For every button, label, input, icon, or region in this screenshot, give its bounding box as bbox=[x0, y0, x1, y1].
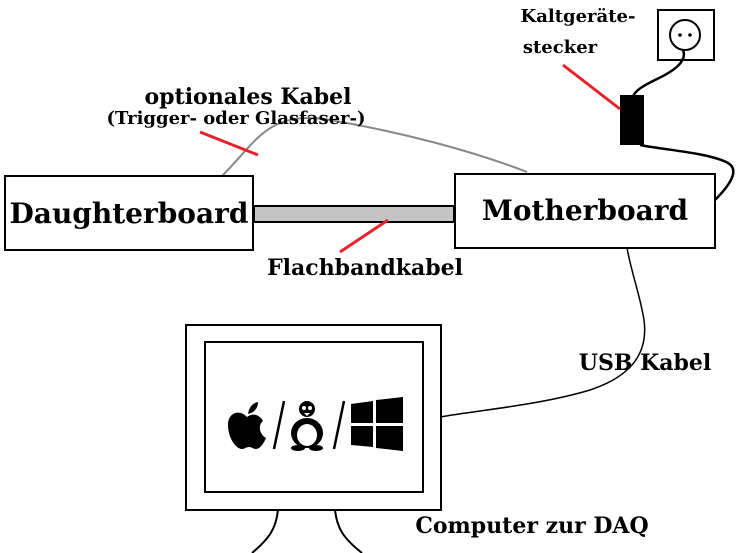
daughterboard-box: Daughterboard bbox=[4, 175, 254, 251]
power-plug-label-line1: Kaltgeräte- bbox=[521, 6, 636, 27]
separator-slash-1 bbox=[272, 400, 286, 450]
linux-tux-icon bbox=[291, 401, 323, 451]
monitor-stand bbox=[251, 509, 363, 553]
power-cable-upper bbox=[631, 49, 686, 98]
ribbon-cable bbox=[253, 205, 455, 223]
daughterboard-label: Daughterboard bbox=[10, 197, 249, 230]
power-socket-icon bbox=[657, 9, 715, 61]
pointer-optional-cable bbox=[199, 130, 259, 157]
optional-cable-sublabel: (Trigger- oder Glasfaser-) bbox=[106, 108, 365, 129]
optional-cable bbox=[221, 117, 528, 177]
power-cable-lower bbox=[639, 143, 735, 201]
motherboard-label: Motherboard bbox=[482, 194, 688, 227]
power-plug-icon bbox=[620, 95, 644, 145]
usb-cable bbox=[439, 247, 646, 418]
motherboard-box: Motherboard bbox=[454, 173, 716, 249]
separator-slash-2 bbox=[332, 400, 346, 450]
apple-icon bbox=[228, 402, 266, 449]
computer-label: Computer zur DAQ bbox=[415, 513, 648, 539]
pointer-ribbon-cable bbox=[339, 218, 389, 254]
windows-icon bbox=[351, 397, 403, 451]
usb-cable-label: USB Kabel bbox=[579, 350, 711, 376]
pointer-power-plug bbox=[562, 63, 621, 111]
ribbon-cable-label: Flachbandkabel bbox=[267, 255, 463, 281]
power-plug-label-line2: stecker bbox=[523, 37, 598, 58]
optional-cable-label: optionales Kabel bbox=[144, 84, 351, 110]
